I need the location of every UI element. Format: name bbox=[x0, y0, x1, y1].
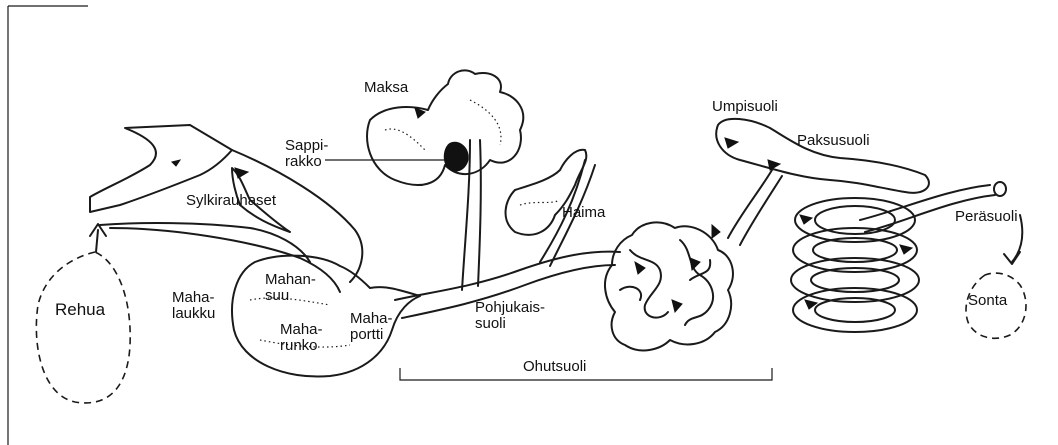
label-maksa: Maksa bbox=[364, 80, 408, 96]
label-sappirakko: Sappi- rakko bbox=[285, 138, 328, 170]
label-mahaportti: Maha- portti bbox=[350, 311, 393, 343]
label-perasuoli: Peräsuoli bbox=[955, 209, 1018, 225]
cecum-mark bbox=[725, 138, 738, 148]
anus bbox=[994, 182, 1006, 196]
label-rehua: Rehua bbox=[55, 302, 105, 318]
mouth-mark bbox=[172, 160, 180, 166]
label-pohjukaissuoli: Pohjukais- suoli bbox=[475, 300, 545, 332]
cecum-tube bbox=[728, 170, 782, 245]
label-maharunko: Maha- runko bbox=[280, 322, 323, 354]
label-mahalaukku: Maha- laukku bbox=[172, 290, 215, 322]
label-haima: Haima bbox=[562, 205, 605, 221]
label-sylkirauhaset: Sylkirauhaset bbox=[186, 193, 276, 209]
feed-arrow bbox=[90, 224, 106, 252]
label-sonta: Sonta bbox=[968, 293, 1007, 309]
gall-bladder bbox=[444, 142, 468, 171]
label-mahansuu: Mahan- suu bbox=[265, 272, 316, 304]
large-intestine bbox=[716, 119, 929, 193]
label-ohutsuoli: Ohutsuoli bbox=[523, 359, 586, 375]
feed-outline bbox=[36, 252, 130, 403]
label-umpisuoli: Umpisuoli bbox=[712, 99, 778, 115]
salivary-gland-mark bbox=[235, 168, 248, 178]
pancreas-texture bbox=[520, 200, 560, 205]
small-intestine-coil bbox=[605, 222, 733, 350]
label-paksusuoli: Paksusuoli bbox=[797, 133, 870, 149]
spiral-colon bbox=[791, 198, 919, 332]
